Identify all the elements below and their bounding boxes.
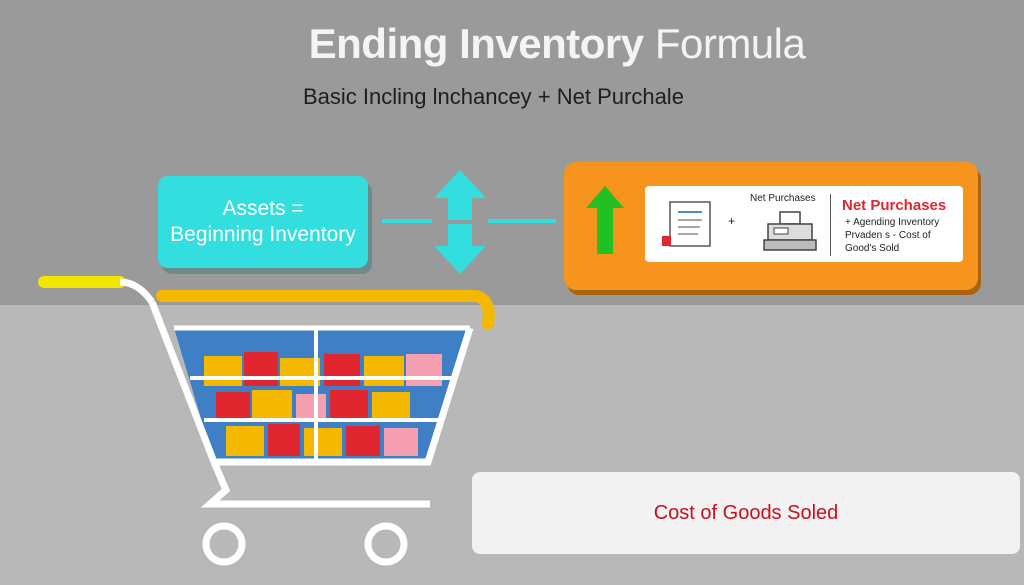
cogs-box: Cost of Goods Soled — [472, 472, 1020, 554]
beginning-inventory-label: Beginning Inventory — [170, 223, 356, 246]
assets-box: Assets = Beginning Inventory — [158, 176, 368, 268]
inventory-boxes — [204, 352, 442, 456]
purchases-line-1: + Agending Inventory — [845, 217, 940, 228]
card-divider — [830, 194, 831, 256]
purchases-line-3: Good's Sold — [845, 243, 900, 254]
subtitle: Basic Incling lnchancey + Net Purchale — [303, 84, 684, 109]
double-arrow-icon — [434, 170, 486, 274]
purchases-line-2: Prvaden s - Cost of — [845, 230, 931, 241]
plus-sign: + — [728, 214, 736, 228]
up-arrow-icon — [586, 186, 624, 254]
title-bold: Ending Inventory — [308, 20, 645, 67]
assets-label: Assets = — [222, 197, 304, 220]
cogs-label: Cost of Goods Soled — [653, 501, 839, 524]
cash-register-icon — [763, 211, 817, 251]
document-icon — [662, 201, 711, 247]
page-title: Ending Inventory Formula — [0, 20, 1024, 68]
net-purchases-title: Net Purchases — [842, 197, 947, 214]
connector-right — [488, 219, 556, 223]
connector-left — [382, 219, 432, 223]
title-light: Formula — [654, 20, 806, 67]
shopping-cart-icon — [38, 276, 495, 566]
net-purchases-small: Net Purchases — [750, 193, 816, 204]
